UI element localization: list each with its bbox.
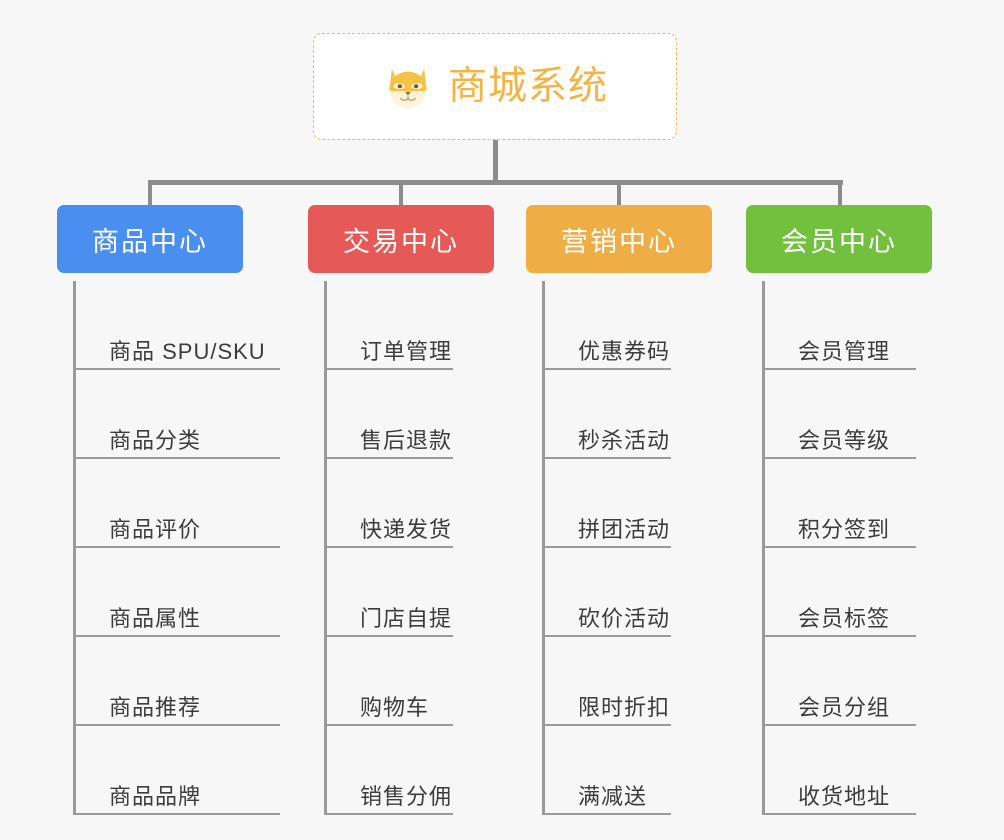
subitem-underline	[542, 546, 671, 548]
subitem[interactable]: 商品属性	[73, 548, 288, 637]
subitem-label: 售后退款	[360, 428, 453, 453]
subitem-column-product-center: 商品 SPU/SKU 商品分类商品评价商品属性商品推荐商品品牌	[73, 281, 288, 815]
column-spine	[73, 281, 76, 815]
column-spine	[324, 281, 327, 815]
category-label: 营销中心	[561, 226, 677, 257]
subitem-label: 商品 SPU/SKU	[109, 339, 266, 364]
subitem[interactable]: 购物车	[324, 637, 539, 726]
column-spine	[542, 281, 545, 815]
subitem[interactable]: 商品 SPU/SKU	[73, 281, 288, 370]
subitem-column-trade-center: 订单管理售后退款快递发货门店自提购物车销售分佣	[324, 281, 539, 815]
subitem[interactable]: 快递发货	[324, 459, 539, 548]
subitem[interactable]: 砍价活动	[542, 548, 757, 637]
subitem[interactable]: 商品推荐	[73, 637, 288, 726]
subitem[interactable]: 限时折扣	[542, 637, 757, 726]
connector-root-stem	[493, 140, 498, 184]
subitem-label: 满减送	[578, 784, 648, 809]
subitem-underline	[324, 368, 453, 370]
subitem[interactable]: 优惠券码	[542, 281, 757, 370]
subitem-underline	[762, 368, 916, 370]
subitem[interactable]: 秒杀活动	[542, 370, 757, 459]
subitem[interactable]: 订单管理	[324, 281, 539, 370]
subitem[interactable]: 销售分佣	[324, 726, 539, 815]
subitem-underline	[73, 813, 280, 815]
connector-bus	[148, 180, 843, 185]
subitem-underline	[542, 724, 671, 726]
subitem-label: 商品属性	[109, 606, 202, 631]
subitem-label: 会员标签	[798, 606, 891, 631]
subitem[interactable]: 售后退款	[324, 370, 539, 459]
subitem[interactable]: 会员等级	[762, 370, 977, 459]
subitem[interactable]: 门店自提	[324, 548, 539, 637]
subitem-underline	[73, 546, 280, 548]
subitem-label: 订单管理	[360, 339, 453, 364]
subitem-underline	[73, 635, 280, 637]
category-label: 交易中心	[343, 226, 459, 257]
subitem-label: 积分签到	[798, 517, 891, 542]
root-node-mall-system[interactable]: 商城系统	[313, 33, 677, 140]
subitem-label: 秒杀活动	[578, 428, 671, 453]
subitem-label: 商品品牌	[109, 784, 202, 809]
connector-drop-1	[148, 180, 152, 205]
subitem-column-marketing-center: 优惠券码秒杀活动拼团活动砍价活动限时折扣满减送	[542, 281, 757, 815]
subitem-underline	[324, 457, 453, 459]
subitem-label: 销售分佣	[360, 784, 453, 809]
subitem[interactable]: 商品分类	[73, 370, 288, 459]
subitem[interactable]: 商品评价	[73, 459, 288, 548]
subitem-label: 快递发货	[360, 517, 453, 542]
subitem-underline	[324, 546, 453, 548]
subitem-underline	[73, 368, 280, 370]
subitem-label: 会员等级	[798, 428, 891, 453]
category-label: 会员中心	[781, 226, 897, 257]
subitem-label: 商品评价	[109, 517, 202, 542]
subitem[interactable]: 收货地址	[762, 726, 977, 815]
subitem[interactable]: 拼团活动	[542, 459, 757, 548]
category-box-product-center[interactable]: 商品中心	[57, 205, 243, 273]
subitem-label: 收货地址	[798, 784, 891, 809]
subitem[interactable]: 会员标签	[762, 548, 977, 637]
category-box-trade-center[interactable]: 交易中心	[308, 205, 494, 273]
subitem-label: 拼团活动	[578, 517, 671, 542]
subitem-underline	[762, 724, 916, 726]
subitem-underline	[762, 546, 916, 548]
subitem-label: 砍价活动	[578, 606, 671, 631]
subitem-label: 商品推荐	[109, 695, 202, 720]
subitem-underline	[542, 368, 671, 370]
subitem-underline	[542, 813, 671, 815]
subitem-label: 优惠券码	[578, 339, 671, 364]
subitem-underline	[73, 724, 280, 726]
connector-drop-4	[838, 180, 842, 205]
connector-drop-2	[399, 180, 403, 205]
subitem-column-member-center: 会员管理会员等级积分签到会员标签会员分组收货地址	[762, 281, 977, 815]
category-label: 商品中心	[92, 226, 208, 257]
subitem-underline	[762, 813, 916, 815]
subitem-label: 限时折扣	[578, 695, 671, 720]
subitem-underline	[762, 457, 916, 459]
subitem-underline	[324, 813, 453, 815]
category-box-marketing-center[interactable]: 营销中心	[526, 205, 712, 273]
subitem-label: 会员分组	[798, 695, 891, 720]
column-spine	[762, 281, 765, 815]
subitem-underline	[73, 457, 280, 459]
subitem[interactable]: 会员管理	[762, 281, 977, 370]
subitem-underline	[762, 635, 916, 637]
subitem-label: 购物车	[360, 695, 430, 720]
root-node-title: 商城系统	[447, 65, 608, 108]
subitem-underline	[542, 635, 671, 637]
subitem-underline	[324, 724, 453, 726]
subitem-label: 会员管理	[798, 339, 891, 364]
subitem[interactable]: 会员分组	[762, 637, 977, 726]
subitem[interactable]: 商品品牌	[73, 726, 288, 815]
subitem[interactable]: 满减送	[542, 726, 757, 815]
category-box-member-center[interactable]: 会员中心	[746, 205, 932, 273]
subitem-underline	[324, 635, 453, 637]
subitem-label: 门店自提	[360, 606, 453, 631]
shiba-dog-icon	[389, 68, 427, 108]
subitem[interactable]: 积分签到	[762, 459, 977, 548]
subitem-label: 商品分类	[109, 428, 202, 453]
subitem-underline	[542, 457, 671, 459]
connector-drop-3	[617, 180, 621, 205]
